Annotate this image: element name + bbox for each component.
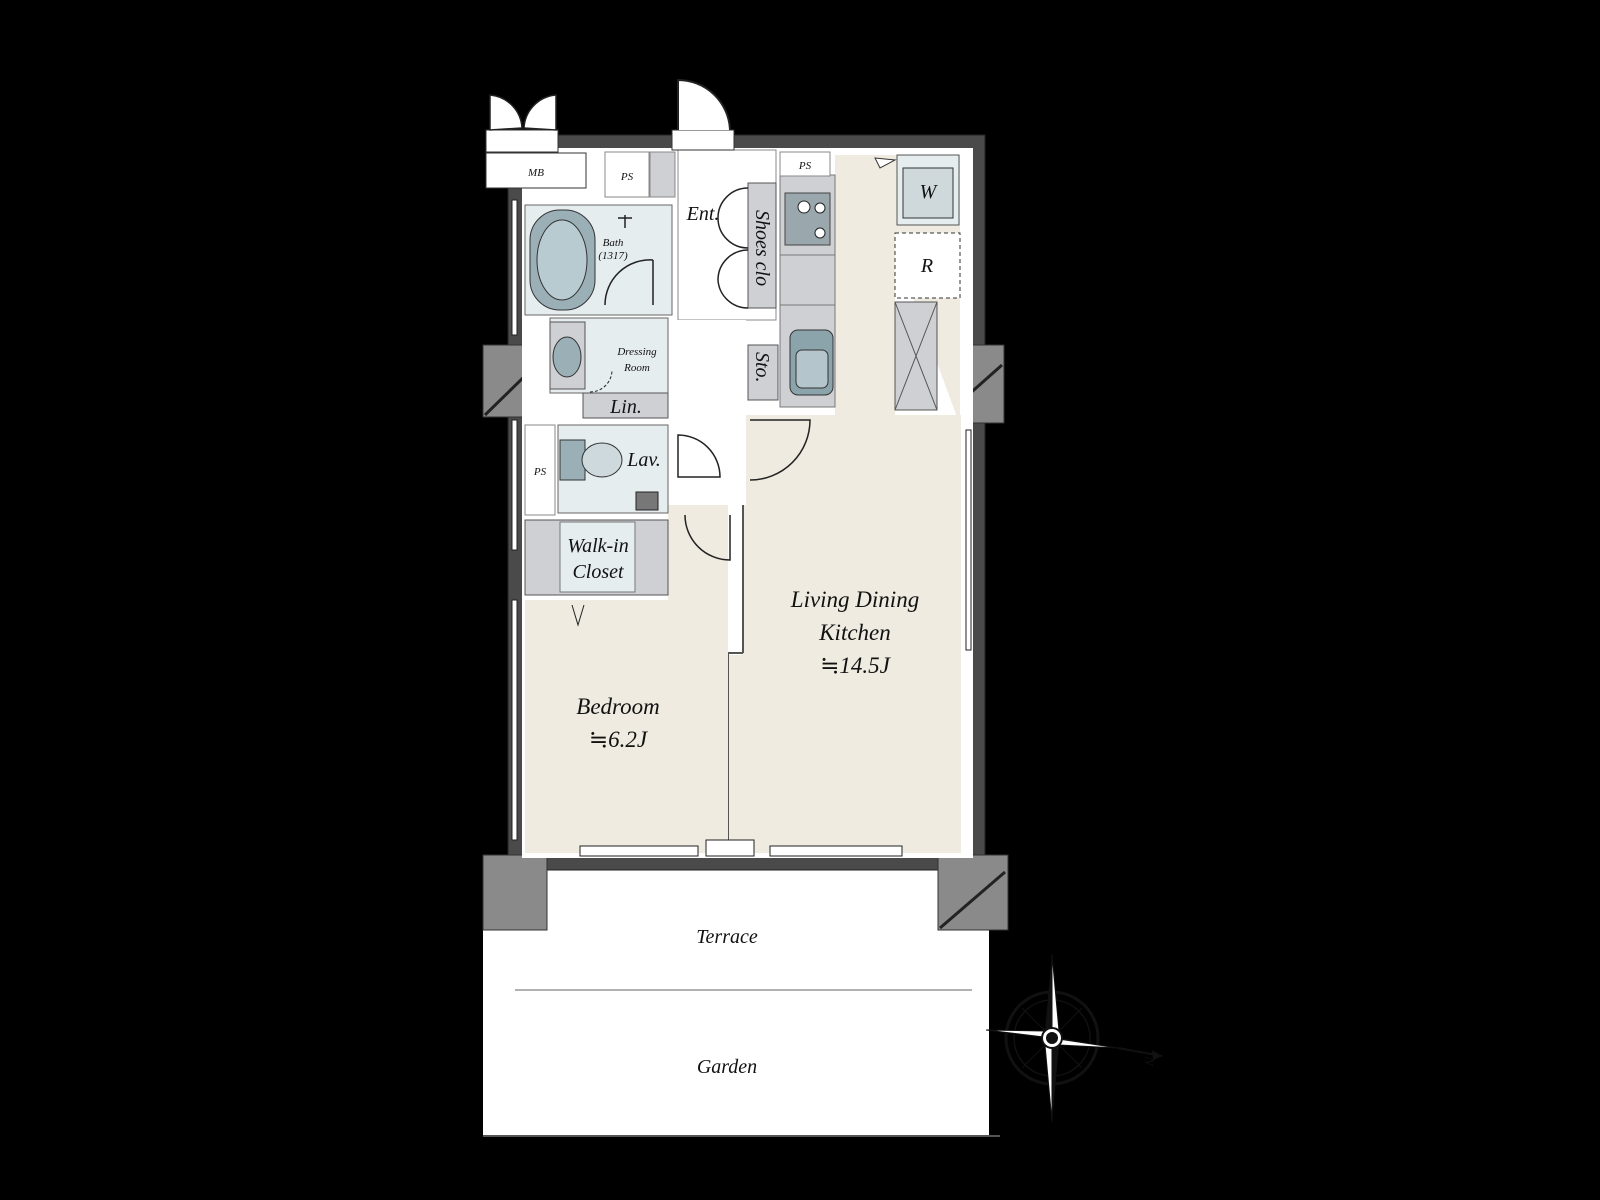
door-swing <box>717 187 749 219</box>
meter-door-icon[interactable] <box>489 94 523 131</box>
washer-unit <box>902 167 954 219</box>
kitchen-marker-icon <box>874 157 897 169</box>
bedroom-upper <box>668 505 728 601</box>
washbasin <box>552 336 582 378</box>
wall-column <box>937 854 1009 931</box>
ldk-floor-main <box>743 415 961 853</box>
bath-label: Bath <box>603 237 624 249</box>
side-window <box>965 429 972 651</box>
washer-label: W <box>920 181 939 203</box>
door-swing <box>717 249 749 281</box>
garden-label: Garden <box>697 1056 757 1078</box>
pipe-space <box>524 424 556 516</box>
toilet-bowl <box>581 442 623 478</box>
lav-sink <box>635 491 659 511</box>
pipe-space-side <box>649 151 676 198</box>
meter-box <box>485 152 587 189</box>
hallway <box>668 320 746 505</box>
entrance-label: Ent. <box>686 203 720 225</box>
dressing-room-label-2: Room <box>623 362 650 374</box>
closet-door-marker <box>571 604 585 627</box>
bedroom-name-label: Bedroom <box>576 694 659 719</box>
storage-label: Sto. <box>751 352 773 383</box>
compass-rose-icon <box>985 953 1163 1123</box>
bathtub-basin <box>536 219 588 301</box>
ldk-door-swing <box>749 419 811 481</box>
side-window <box>511 419 518 551</box>
meter-box-label: MB <box>527 167 544 179</box>
shoes-closet-label: Shoes clo <box>751 210 773 286</box>
pipe-space-label: PS <box>620 171 634 183</box>
door-swing <box>717 279 749 309</box>
walk-in-closet-label-2: Closet <box>572 561 624 583</box>
side-window <box>511 199 518 336</box>
front-door-icon[interactable] <box>677 78 731 131</box>
meter-box-door-frame <box>485 129 559 153</box>
pipe-space-label: PS <box>798 160 812 172</box>
window <box>705 839 755 857</box>
bath-door-swing <box>604 259 654 306</box>
bedroom-floor <box>525 600 728 853</box>
ldk-size-label: ≒14.5J <box>820 653 892 678</box>
burner-icon <box>814 202 826 214</box>
column-hatch <box>483 370 531 417</box>
lavatory-label: Lav. <box>626 449 661 471</box>
door-frame <box>671 129 735 151</box>
window <box>769 845 903 857</box>
pipe-space <box>604 151 650 198</box>
kitchen-floor <box>835 155 895 417</box>
door-swing <box>717 217 749 249</box>
refrigerator-space <box>894 232 961 299</box>
linen-shelf <box>582 392 669 419</box>
refrigerator-label: R <box>920 255 933 277</box>
dressing-door-swing <box>589 369 613 393</box>
garden-area <box>483 870 989 1136</box>
wall-column <box>482 854 548 931</box>
bedroom-door-swing <box>684 514 731 561</box>
walk-in-closet-inner <box>559 521 636 593</box>
window <box>579 845 699 857</box>
cabinet-x <box>894 301 938 411</box>
pipe-space-kitchen <box>779 151 831 177</box>
lav-door-swing <box>677 434 721 478</box>
side-window <box>511 599 518 841</box>
pipe-space-label: PS <box>533 466 547 478</box>
shower-icon <box>618 215 632 228</box>
bath-size-label: (1317) <box>598 250 628 262</box>
linen-label: Lin. <box>609 396 642 418</box>
meter-door-icon[interactable] <box>523 94 557 131</box>
dressing-room-label: Dressing <box>616 346 657 358</box>
terrace-label: Terrace <box>696 926 758 948</box>
ldk-name-label: Living Dining <box>790 587 919 612</box>
burner-icon <box>797 200 811 214</box>
bedroom-size-label: ≒6.2J <box>589 727 649 752</box>
walk-in-closet-label: Walk-in <box>567 535 628 557</box>
compass-north-label: N <box>1141 1054 1158 1067</box>
ldk-name-label-2: Kitchen <box>818 620 891 645</box>
shoes-closet <box>747 182 777 309</box>
burner-icon <box>814 227 826 239</box>
column-hatch <box>939 870 1006 930</box>
toilet-tank <box>559 439 586 481</box>
storage <box>747 344 779 401</box>
kitchen-sink-basin <box>795 349 829 389</box>
